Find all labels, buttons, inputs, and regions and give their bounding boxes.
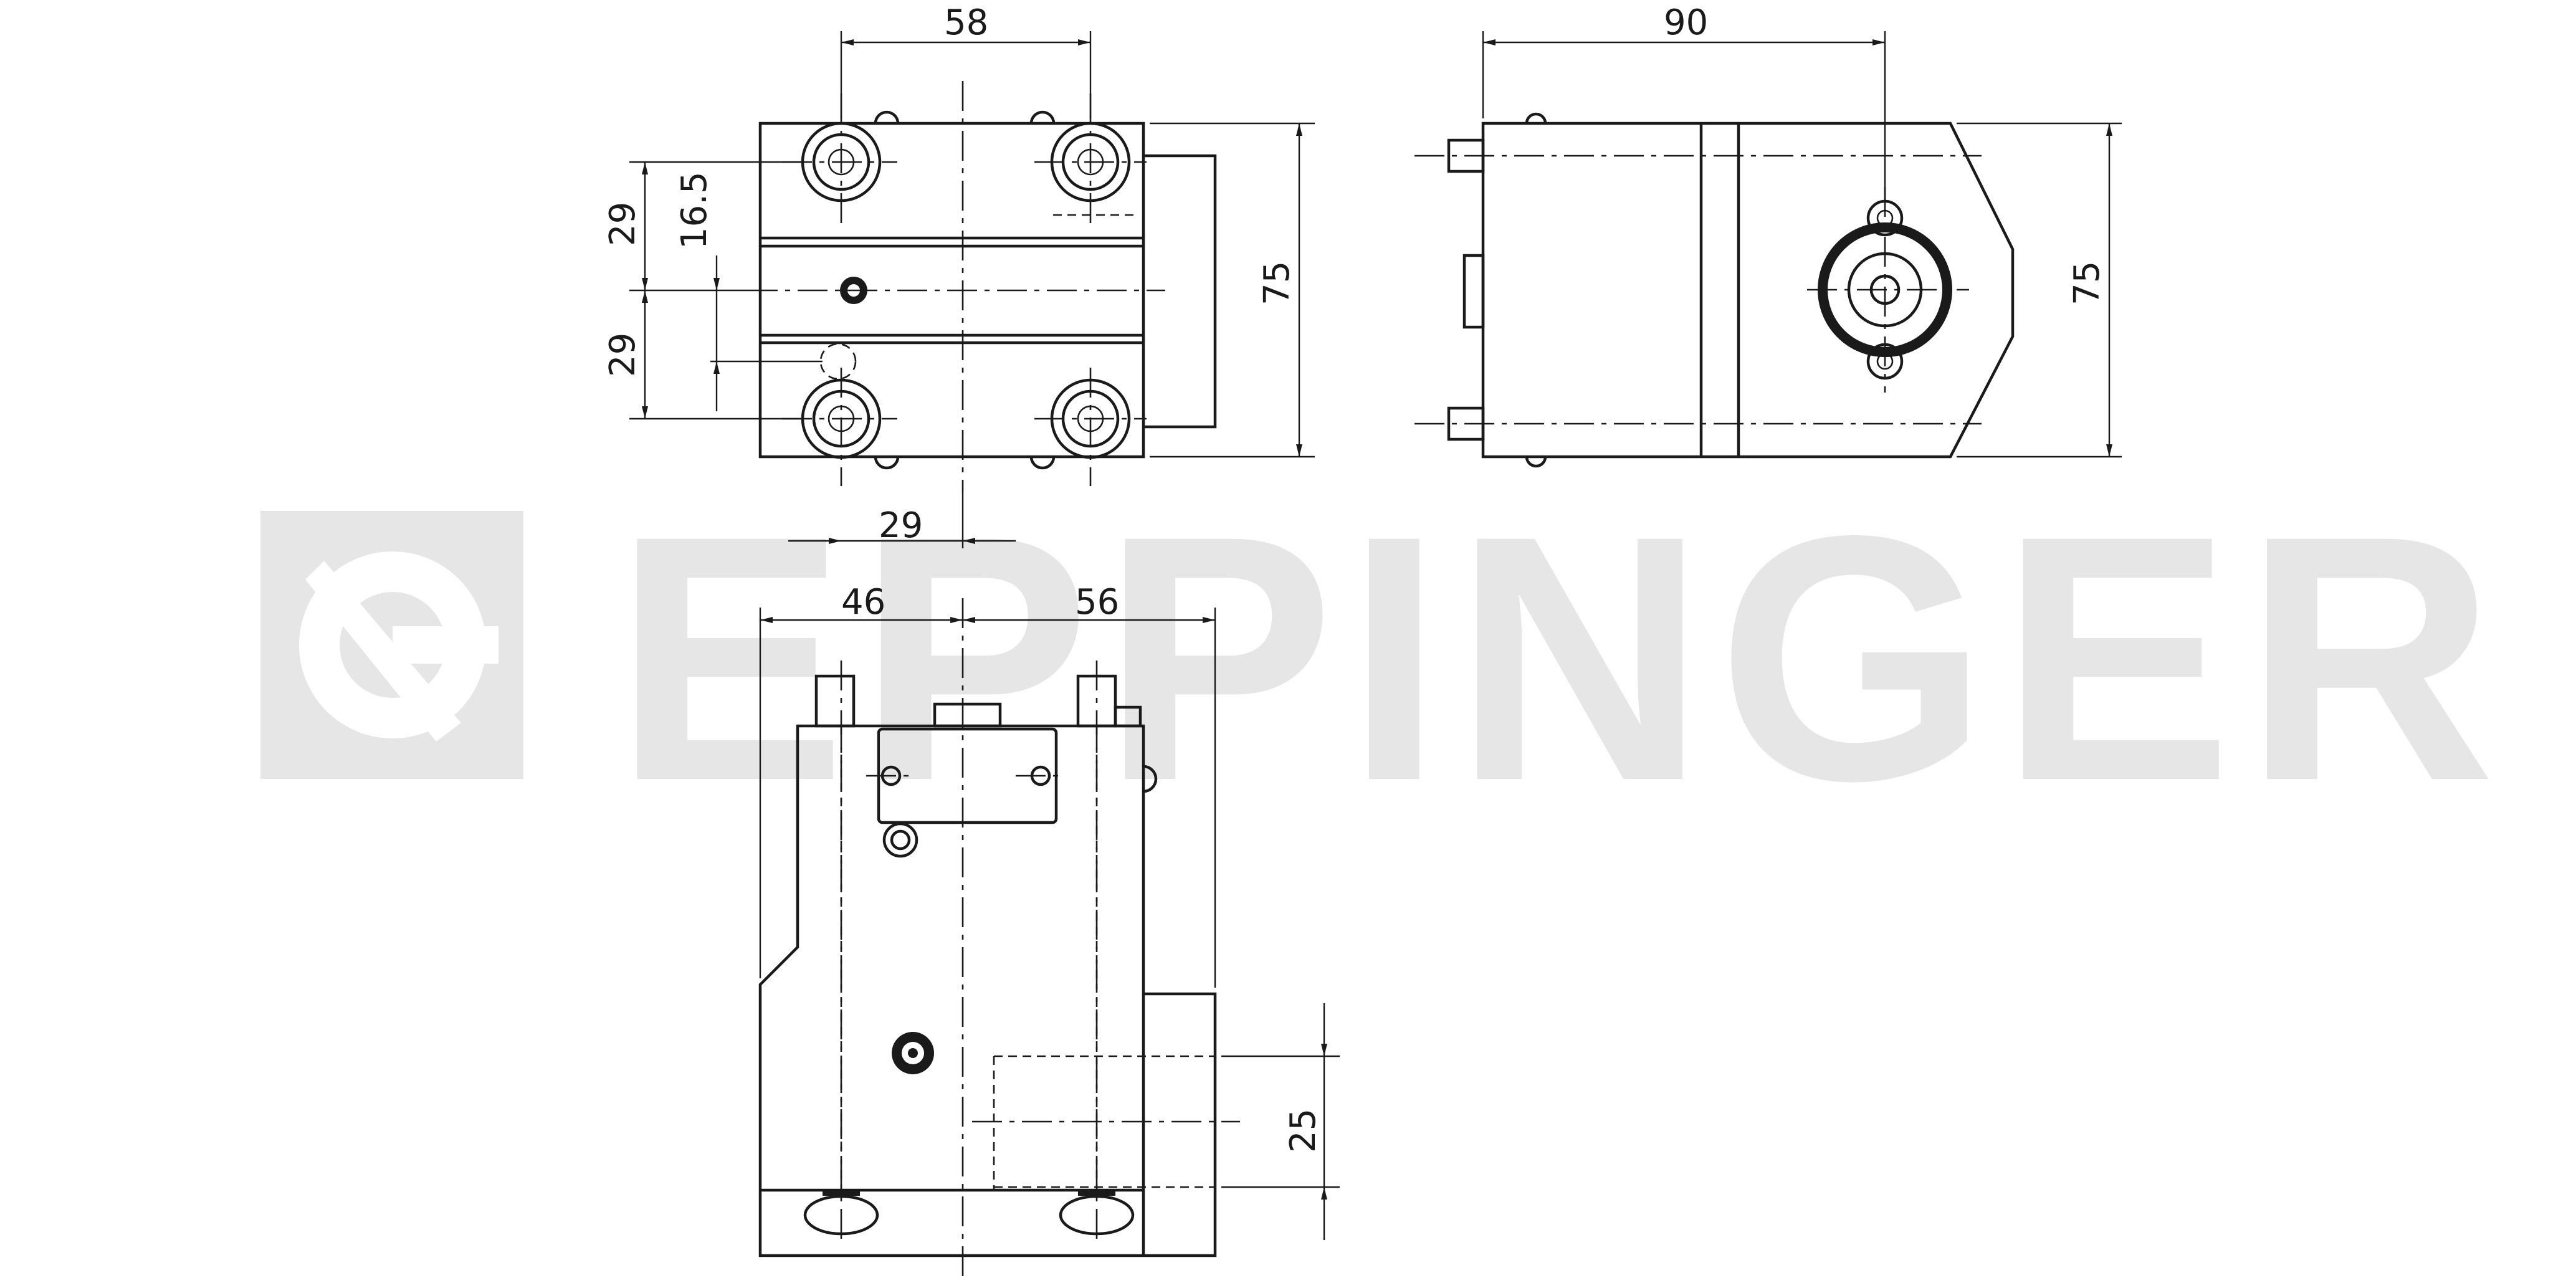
dim-upper-spacing: 29 xyxy=(603,202,643,246)
top-view xyxy=(748,81,1217,492)
front-view-dimensions: 46 56 25 xyxy=(759,582,1340,1240)
dim-shank-height: 25 xyxy=(1283,1109,1324,1153)
dim-offset: 16.5 xyxy=(674,171,715,249)
top-view-dimensions: 58 75 29 29 16.5 29 xyxy=(603,2,1315,548)
watermark-text: EPPINGER xyxy=(614,463,2507,853)
dim-side-width: 90 xyxy=(1664,2,1708,43)
dim-top-height: 75 xyxy=(1257,261,1297,305)
dim-left-to-center: 46 xyxy=(841,582,885,623)
watermark: EPPINGER xyxy=(260,463,2507,853)
screw-icon xyxy=(892,1032,934,1074)
watermark-logo-icon xyxy=(260,511,523,779)
dim-center-to-right: 56 xyxy=(1075,582,1119,623)
dim-bottom-spacing: 29 xyxy=(879,505,923,546)
front-view xyxy=(758,598,1240,1284)
dim-top-width: 58 xyxy=(944,2,988,43)
dim-lower-spacing: 29 xyxy=(603,333,643,377)
dim-side-height: 75 xyxy=(2067,261,2107,305)
side-view xyxy=(1414,112,2015,468)
side-view-dimensions: 90 75 xyxy=(1482,2,2122,458)
